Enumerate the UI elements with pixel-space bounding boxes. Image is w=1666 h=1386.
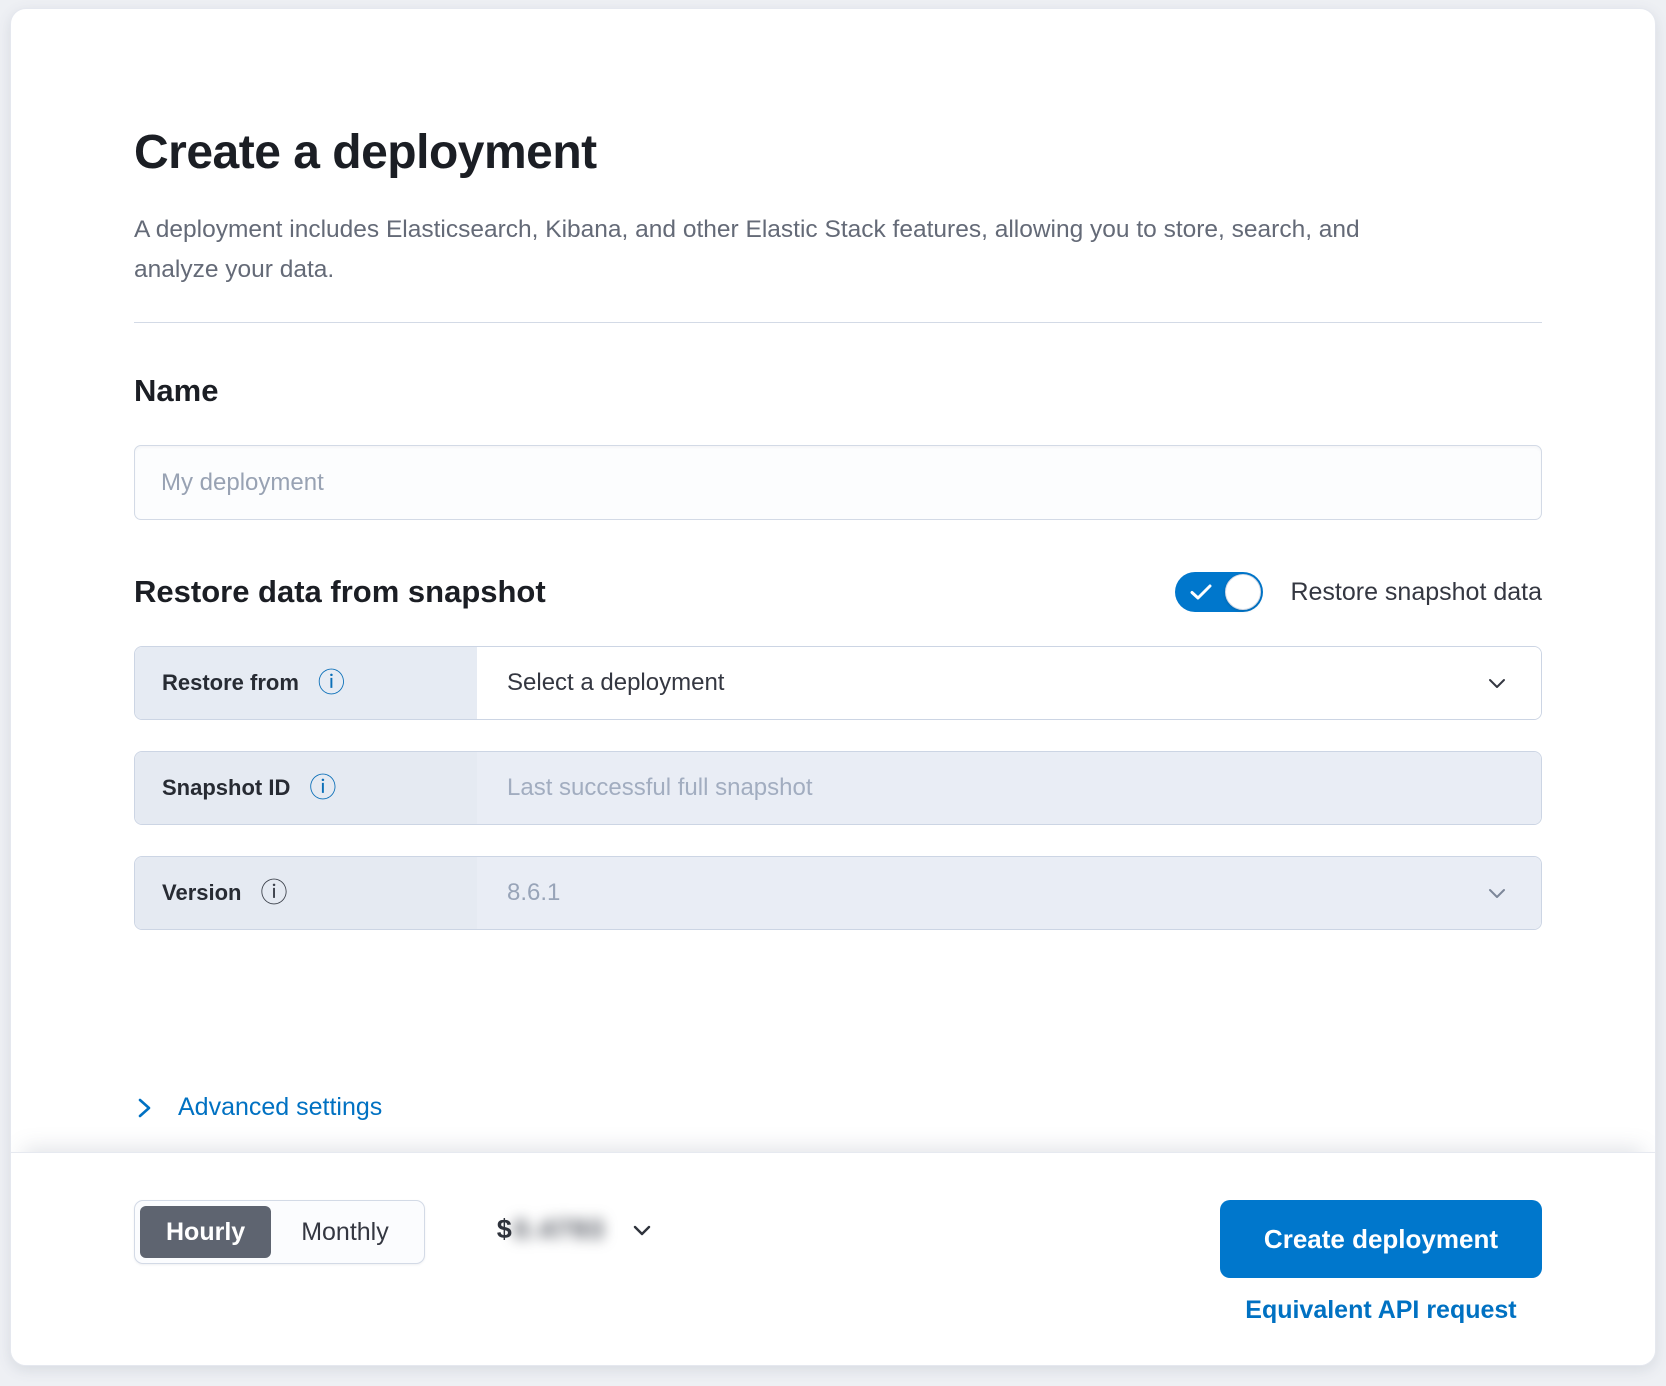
toggle-label: Restore snapshot data [1290,577,1542,606]
advanced-settings-label: Advanced settings [178,1093,383,1121]
form-row-restore-from: Restore from ⓘ Select a deployment [134,646,1542,720]
check-icon [1190,584,1212,600]
divider [134,322,1542,323]
restore-toggle-group: Restore snapshot data [1175,572,1542,612]
billing-option-monthly[interactable]: Monthly [271,1206,419,1258]
info-icon[interactable]: ⓘ [309,772,337,803]
snapshot-id-label-cell: Snapshot ID ⓘ [135,752,477,824]
version-label: Version [162,880,242,905]
info-icon[interactable]: ⓘ [317,667,345,698]
price-display[interactable]: $ 0.4793 [497,1214,658,1245]
snapshot-id-label: Snapshot ID [162,775,291,800]
form-row-snapshot-id: Snapshot ID ⓘ Last successful full snaps… [134,751,1542,825]
snapshot-heading: Restore data from snapshot [134,574,546,609]
chevron-down-icon [1489,679,1505,688]
billing-period-toggle: Hourly Monthly [134,1200,425,1264]
restore-from-select[interactable]: Select a deployment [477,647,1541,719]
chevron-right-icon [138,1098,151,1117]
page-title: Create a deployment [134,126,597,179]
name-heading: Name [134,373,219,408]
toggle-knob [1225,574,1262,610]
version-label-cell: Version ⓘ [135,857,477,929]
main-content: Create a deployment A deployment include… [11,9,1655,1152]
chevron-down-icon [1489,889,1505,898]
advanced-settings-link[interactable]: Advanced settings [134,1093,382,1122]
footer-actions: Create deployment Equivalent API request [1219,1200,1542,1325]
restore-snapshot-toggle[interactable] [1175,572,1264,612]
restore-from-label-cell: Restore from ⓘ [135,647,477,719]
billing-option-hourly[interactable]: Hourly [140,1206,272,1258]
form-row-version: Version ⓘ 8.6.1 [134,856,1542,930]
snapshot-section-header: Restore data from snapshot Restore snaps… [134,572,1542,612]
price-amount-blurred: 0.4793 [513,1214,606,1244]
info-icon: ⓘ [260,877,288,908]
restore-from-label: Restore from [162,670,299,695]
chevron-down-icon [634,1225,651,1235]
equivalent-api-request-link[interactable]: Equivalent API request [1245,1296,1517,1324]
currency-symbol: $ [496,1214,512,1244]
page-subtitle: A deployment includes Elasticsearch, Kib… [134,216,1360,283]
deployment-name-input[interactable] [134,445,1542,520]
snapshot-id-input: Last successful full snapshot [477,752,1541,824]
footer-bar: Hourly Monthly $ 0.4793 Create deploymen… [11,1152,1655,1365]
snapshot-id-placeholder: Last successful full snapshot [507,774,813,801]
version-value: 8.6.1 [507,879,561,906]
create-deployment-button[interactable]: Create deployment [1219,1200,1542,1278]
version-select: 8.6.1 [477,857,1541,929]
create-deployment-card: Create a deployment A deployment include… [10,8,1656,1366]
restore-from-value: Select a deployment [507,669,725,696]
